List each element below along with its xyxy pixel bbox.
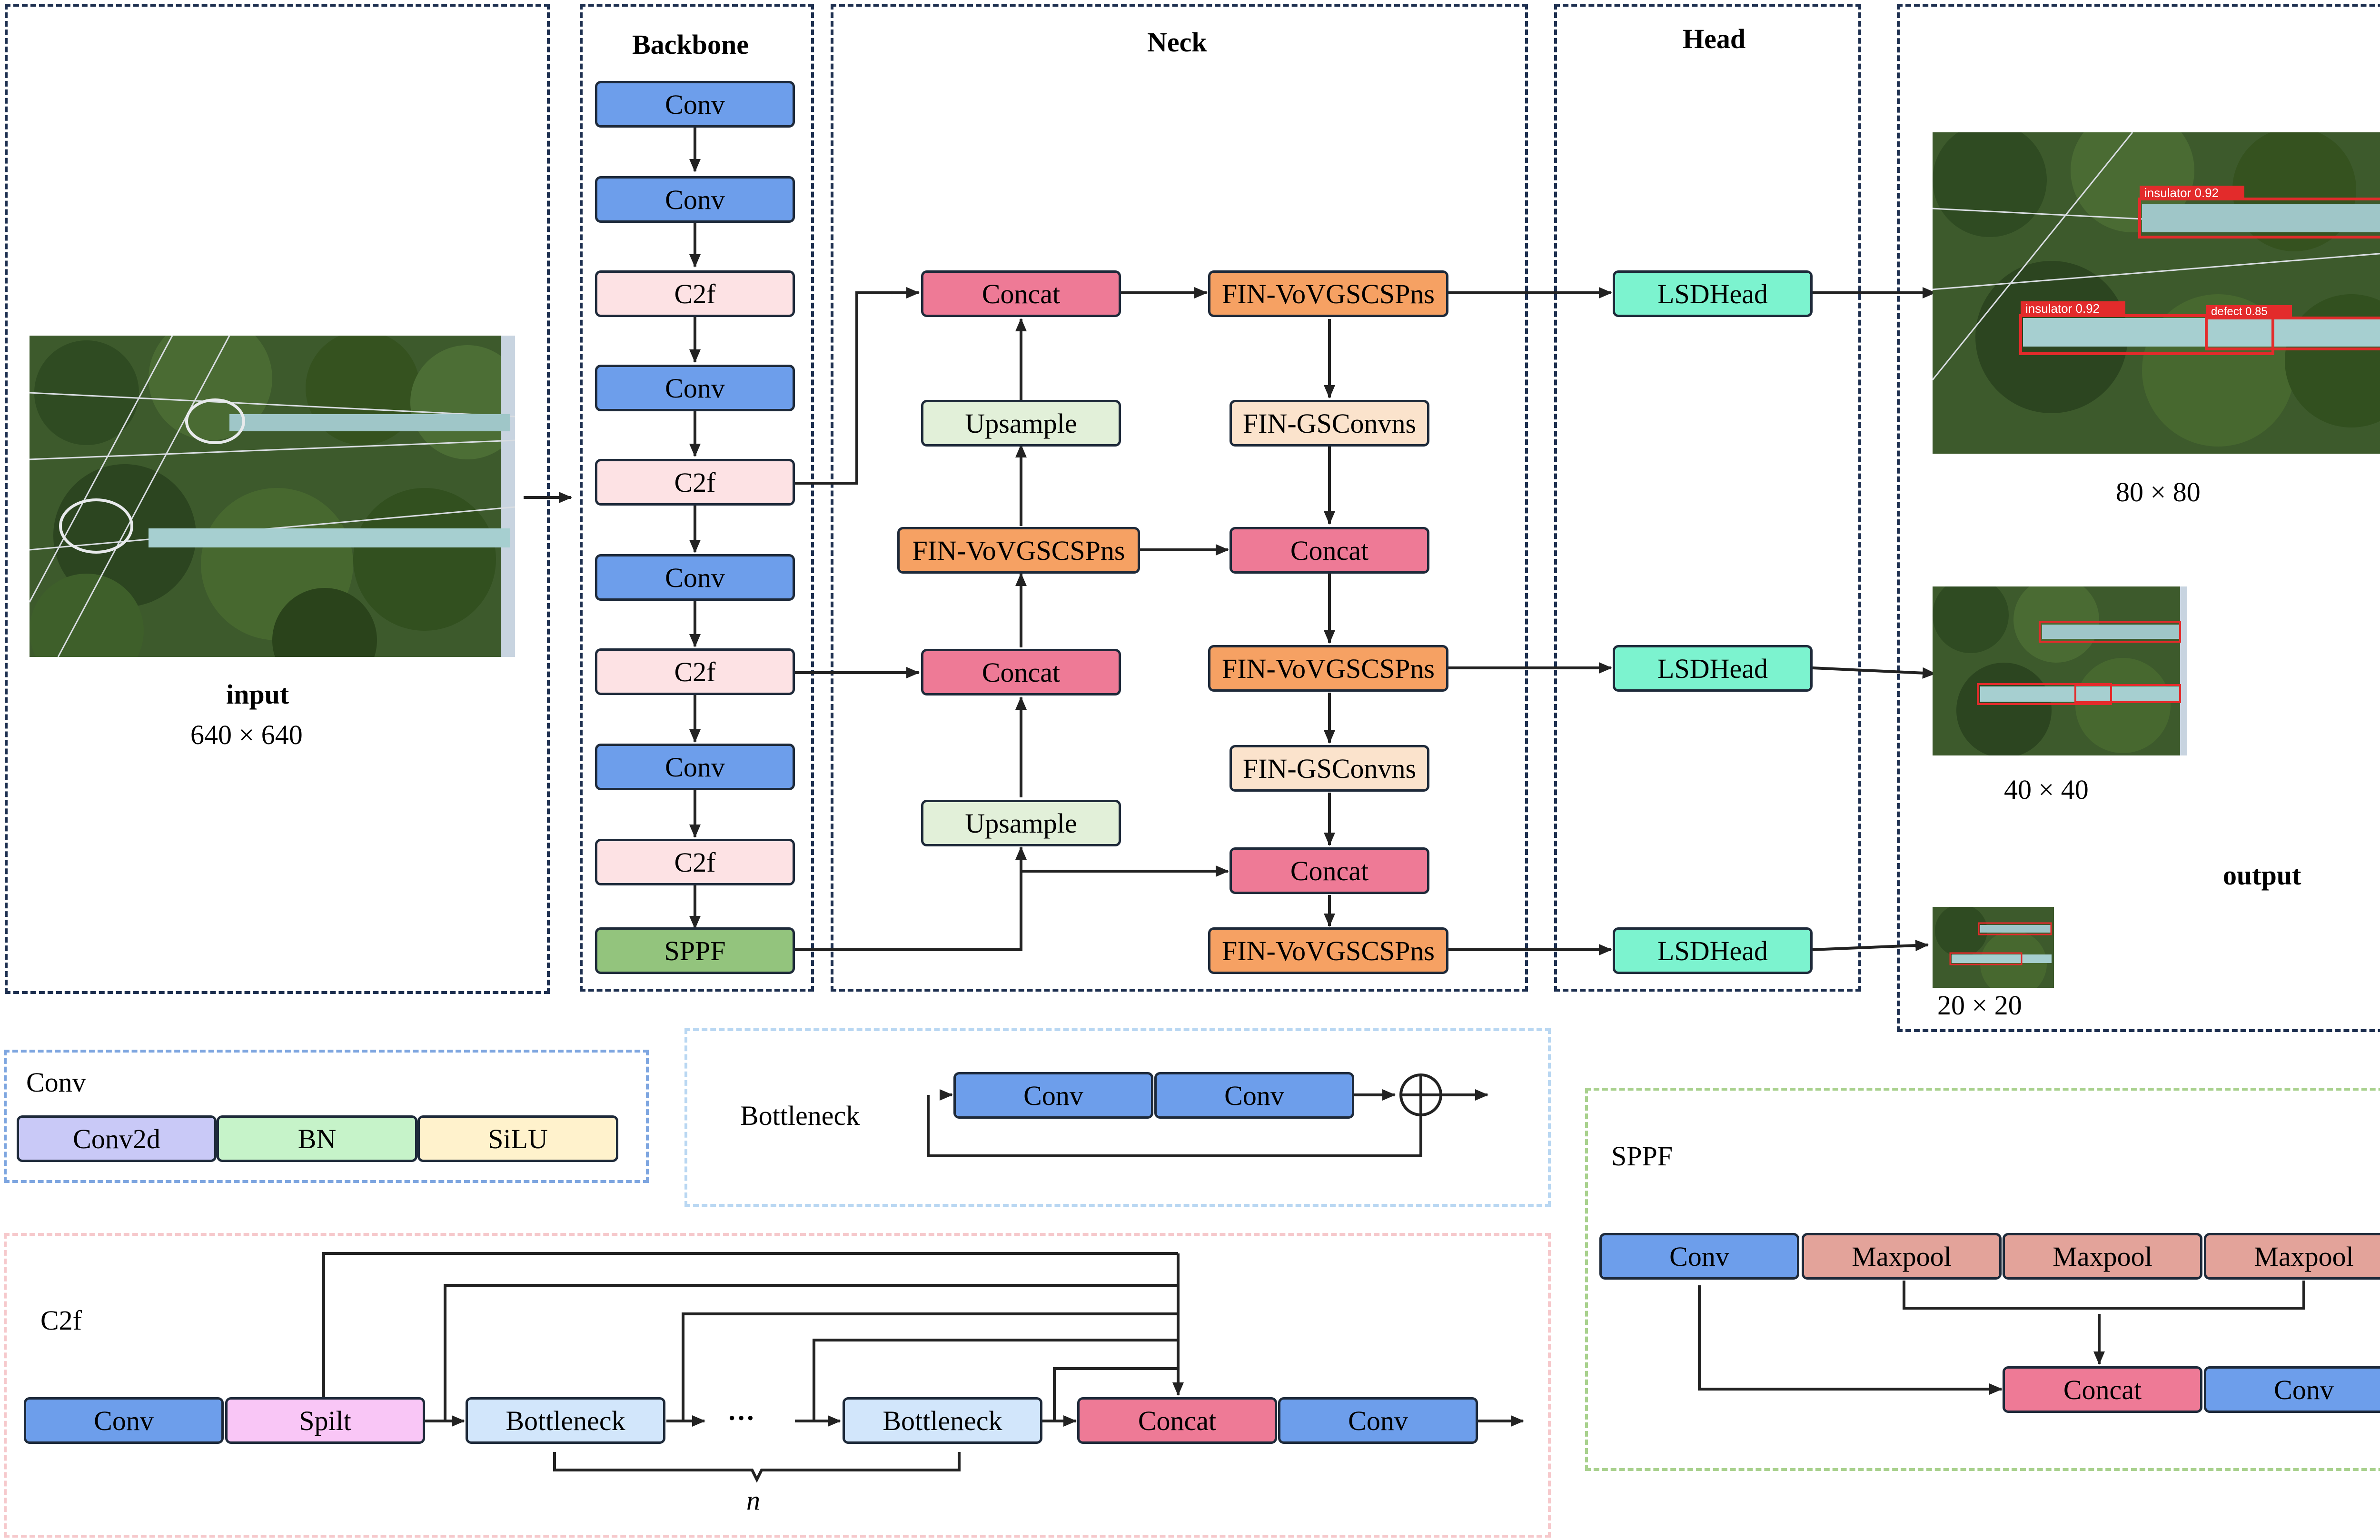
backbone-conv-2: Conv xyxy=(595,176,795,223)
input-size: 640 × 640 xyxy=(190,719,303,750)
sppf-legend-title: SPPF xyxy=(1611,1141,1673,1172)
neck-upsample-bottom: Upsample xyxy=(921,800,1121,846)
sppf-legend-maxpool-2: Maxpool xyxy=(2003,1233,2202,1280)
head-lsdhead-2: LSDHead xyxy=(1613,645,1813,692)
c2f-legend-bottleneck-1: Bottleneck xyxy=(466,1397,665,1444)
sppf-legend-maxpool-3: Maxpool xyxy=(2204,1233,2380,1280)
c2f-legend-n-label: n xyxy=(746,1485,760,1516)
neck-concat-2: Concat xyxy=(1230,847,1429,894)
backbone-conv-4: Conv xyxy=(595,554,795,601)
c2f-legend-concat: Concat xyxy=(1077,1397,1277,1444)
backbone-c2f-2: C2f xyxy=(595,459,795,506)
output-image-80: insulator 0.92 insulator 0.92 defect 0.8… xyxy=(1933,132,2380,454)
backbone-title: Backbone xyxy=(632,29,749,60)
neck-fin-vovgscsp-3: FIN-VoVGSCSPns xyxy=(1208,927,1448,974)
neck-concat-top: Concat xyxy=(921,270,1121,317)
backbone-sppf: SPPF xyxy=(595,927,795,974)
sppf-legend-conv-out: Conv xyxy=(2204,1366,2380,1413)
neck-panel xyxy=(831,4,1528,992)
detection-photo-medium xyxy=(1933,586,2187,755)
bottleneck-legend-panel xyxy=(684,1028,1551,1207)
bottleneck-legend-conv-2: Conv xyxy=(1154,1072,1354,1119)
backbone-panel xyxy=(580,4,814,992)
detection-photo-small xyxy=(1933,907,2054,988)
output-panel xyxy=(1897,4,2380,1032)
legend-silu: SiLU xyxy=(417,1115,618,1162)
head-title: Head xyxy=(1683,23,1746,54)
neck-fin-vovgscsp-left: FIN-VoVGSCSPns xyxy=(897,527,1140,574)
detection-photo-large xyxy=(1933,132,2380,454)
output-image-40 xyxy=(1933,586,2187,755)
neck-fin-vovgscsp-2: FIN-VoVGSCSPns xyxy=(1208,645,1448,692)
c2f-legend-conv-out: Conv xyxy=(1278,1397,1478,1444)
backbone-c2f-3: C2f xyxy=(595,648,795,695)
sppf-legend-maxpool-1: Maxpool xyxy=(1802,1233,2002,1280)
sppf-legend-concat: Concat xyxy=(2003,1366,2202,1413)
backbone-conv-1: Conv xyxy=(595,81,795,128)
backbone-c2f-4: C2f xyxy=(595,839,795,885)
neck-concat-1: Concat xyxy=(1230,527,1429,574)
output-image-20 xyxy=(1933,907,2054,988)
power-line-photo xyxy=(30,336,515,657)
output-size-40: 40 × 40 xyxy=(2004,774,2089,805)
neck-fin-gsconv-1: FIN-GSConvns xyxy=(1230,400,1429,447)
head-panel xyxy=(1554,4,1861,992)
neck-upsample-top: Upsample xyxy=(921,400,1121,447)
c2f-legend-bottleneck-n: Bottleneck xyxy=(843,1397,1042,1444)
neck-fin-vovgscsp-1: FIN-VoVGSCSPns xyxy=(1208,270,1448,317)
backbone-conv-5: Conv xyxy=(595,744,795,790)
backbone-conv-3: Conv xyxy=(595,365,795,411)
c2f-legend-title: C2f xyxy=(40,1305,82,1336)
legend-bn: BN xyxy=(217,1115,417,1162)
detection-label-1: insulator 0.92 xyxy=(2144,186,2219,200)
c2f-legend-spilt: Spilt xyxy=(225,1397,425,1444)
legend-conv2d: Conv2d xyxy=(17,1115,217,1162)
input-image xyxy=(30,336,515,657)
bottleneck-legend-title: Bottleneck xyxy=(740,1100,860,1131)
neck-title: Neck xyxy=(1147,27,1207,58)
output-size-20: 20 × 20 xyxy=(1937,990,2022,1021)
sppf-legend-panel xyxy=(1585,1088,2380,1471)
neck-concat-mid: Concat xyxy=(921,649,1121,695)
c2f-legend-panel xyxy=(4,1233,1551,1538)
bottleneck-legend-conv-1: Conv xyxy=(953,1072,1153,1119)
input-label: input xyxy=(226,679,289,710)
c2f-legend-ellipsis: ··· xyxy=(727,1402,755,1433)
head-lsdhead-1: LSDHead xyxy=(1613,270,1813,317)
neck-fin-gsconv-2: FIN-GSConvns xyxy=(1230,745,1429,792)
output-title: output xyxy=(2223,860,2301,891)
head-lsdhead-3: LSDHead xyxy=(1613,927,1813,974)
conv-legend-title: Conv xyxy=(26,1067,86,1098)
sppf-legend-conv: Conv xyxy=(1599,1233,1799,1280)
backbone-c2f-1: C2f xyxy=(595,270,795,317)
c2f-legend-conv-in: Conv xyxy=(24,1397,224,1444)
detection-label-3: defect 0.85 xyxy=(2211,305,2268,318)
conv-legend-panel xyxy=(4,1050,649,1183)
detection-label-2: insulator 0.92 xyxy=(2025,301,2100,316)
output-size-80: 80 × 80 xyxy=(2116,477,2201,507)
